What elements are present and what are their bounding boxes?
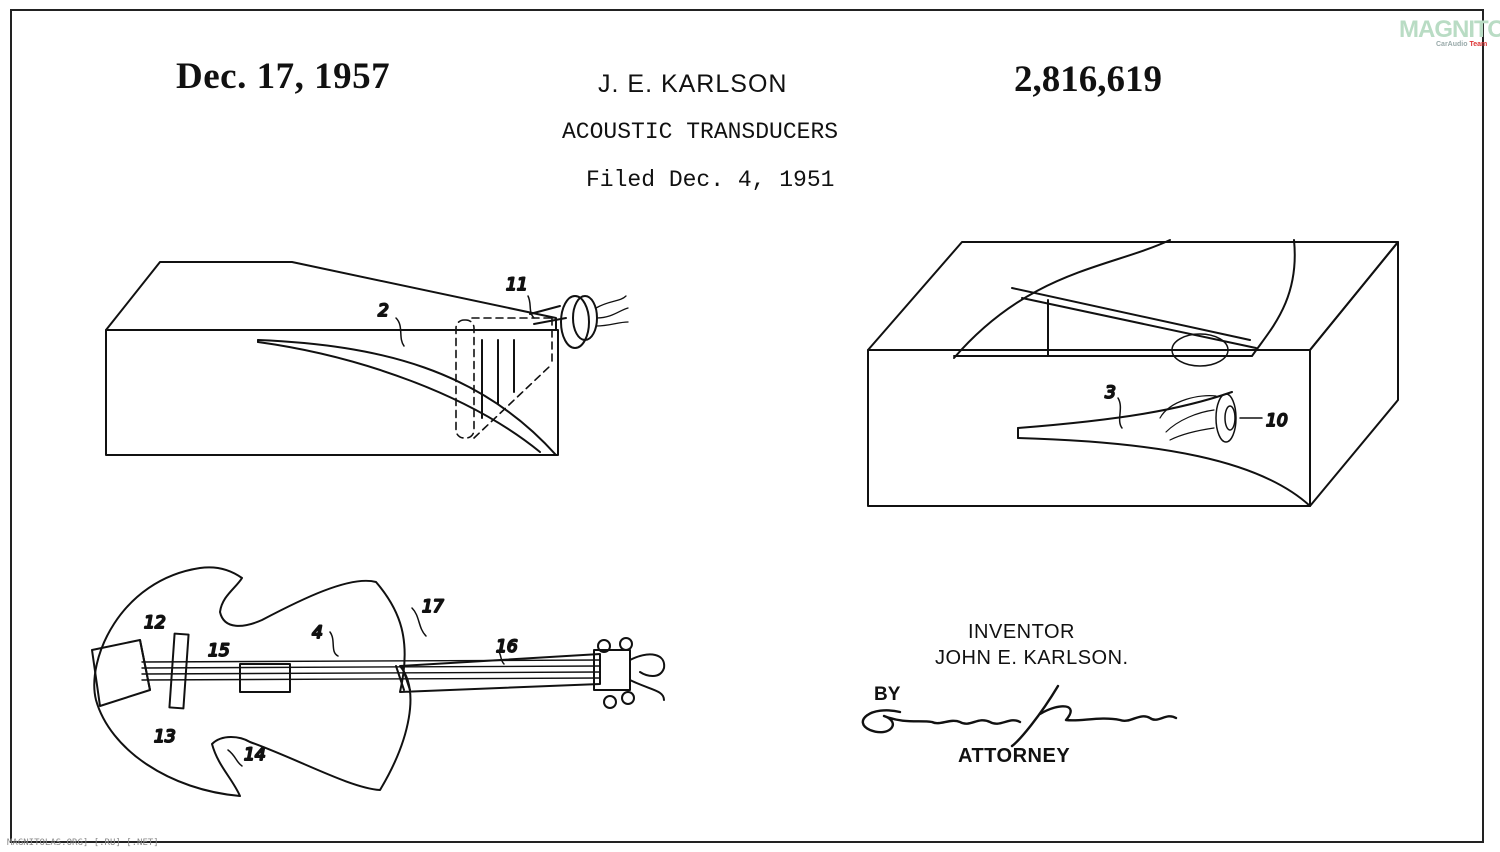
figure-2-horn-box	[867, 239, 1399, 507]
ref-label-17: 17	[422, 597, 444, 617]
attorney-signature	[861, 684, 1178, 748]
watermark-logo: MAGNITOLA	[1399, 16, 1500, 43]
patent-sheet-border	[10, 9, 1484, 843]
by-label: BY	[874, 684, 901, 705]
attorney-label: ATTORNEY	[958, 745, 1071, 767]
ref-label-12: 12	[144, 613, 166, 633]
ref-label-16: 16	[496, 637, 518, 657]
ref-label-14: 14	[244, 745, 266, 765]
footer-url: MAGNITOLAS.ORG] [.RU] [.NET]	[7, 838, 159, 848]
figure-3-violin-instrument	[91, 566, 666, 797]
figure-1-horn-enclosure	[105, 261, 629, 456]
ref-label-3: 3	[1105, 383, 1116, 403]
ref-label-11: 11	[506, 275, 528, 295]
inventor-label: INVENTOR	[968, 621, 1075, 643]
ref-label-13: 13	[154, 727, 176, 747]
watermark-tagline: CarAudio Team	[1436, 41, 1488, 48]
ref-label-15: 15	[208, 641, 230, 661]
patent-title: ACOUSTIC TRANSDUCERS	[562, 119, 839, 145]
ref-label-10: 10	[1266, 411, 1288, 431]
filed-date: Filed Dec. 4, 1951	[586, 167, 835, 193]
ref-label-2: 2	[378, 301, 389, 321]
inventor-heading: J. E. KARLSON	[598, 70, 788, 98]
patent-number: 2,816,619	[1014, 59, 1162, 100]
patent-date: Dec. 17, 1957	[176, 56, 391, 97]
inventor-name: JOHN E. KARLSON.	[935, 647, 1129, 669]
ref-label-4: 4	[312, 623, 323, 643]
